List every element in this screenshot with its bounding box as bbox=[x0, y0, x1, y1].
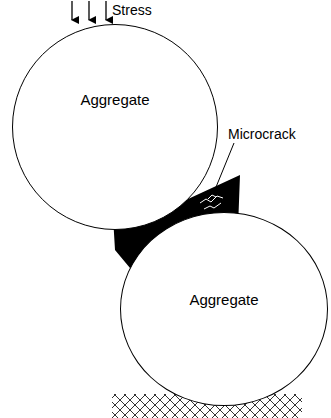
aggregate-label: Aggregate bbox=[189, 291, 258, 308]
stress-arrows bbox=[72, 1, 106, 20]
microcrack-label: Microcrack bbox=[228, 126, 296, 142]
leader-line bbox=[214, 143, 234, 192]
stress-label: Stress bbox=[112, 2, 152, 18]
aggregate-label: Aggregate bbox=[80, 91, 149, 108]
aggregate-circle: Aggregate bbox=[120, 212, 328, 406]
aggregate-circle: Aggregate bbox=[12, 24, 218, 230]
